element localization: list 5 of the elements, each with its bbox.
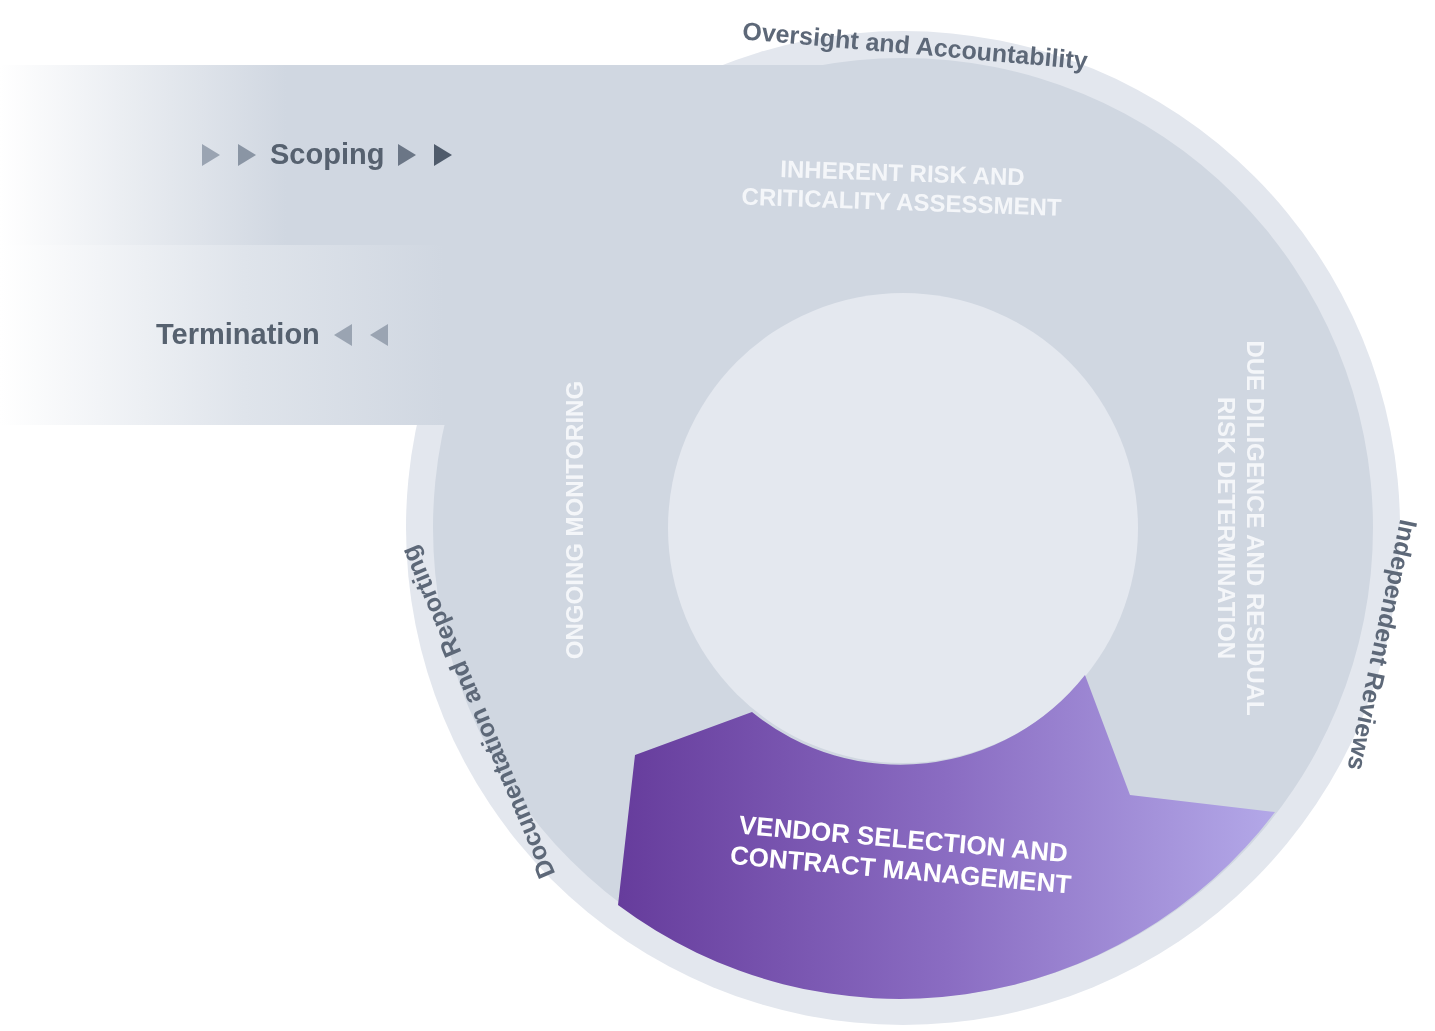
phase-label: Scoping <box>269 137 386 173</box>
phase-label: Termination <box>155 317 321 353</box>
stage-label: VENDOR SELECTION AND CONTRACT MANAGEMENT <box>727 808 1074 902</box>
ring-label: Oversight and Accountability <box>740 15 1090 77</box>
center-circle <box>668 293 1138 763</box>
